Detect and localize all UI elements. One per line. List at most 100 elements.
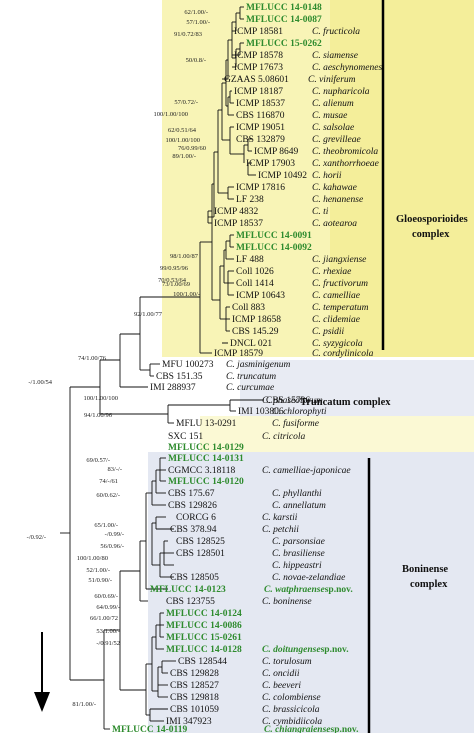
- species-name: C. cymbidiicola: [262, 717, 322, 727]
- species-name: C. watphraensesp.nov.: [264, 585, 353, 595]
- support-value: 100/1.00/100: [166, 137, 201, 144]
- species-name: C. petchii: [262, 525, 299, 535]
- taxon-label: CBS 378.94: [170, 525, 217, 535]
- taxon-label: MFLUCC 14-0129: [168, 443, 244, 453]
- taxon-label: CBS 128505: [170, 573, 219, 583]
- taxon-label: Coll 1026: [236, 267, 274, 277]
- species-name: C. aotearoa: [312, 219, 357, 229]
- species-name: C. camelliae-japonicae: [262, 466, 351, 476]
- support-value: 73/1.00/69: [162, 281, 190, 288]
- taxon-label: CBS 123755: [166, 597, 215, 607]
- support-value: 50/0.8/-: [186, 57, 206, 64]
- species-name: C. brasiliense: [272, 549, 325, 559]
- taxon-label: SXC 151: [168, 432, 203, 442]
- taxon-label: ICMP 8649: [254, 147, 299, 157]
- species-name: C. jiangxiense: [312, 255, 366, 265]
- species-name: C. kahawae: [312, 183, 357, 193]
- species-name: C. boninense: [262, 597, 312, 607]
- taxon-label: ICMP 18581: [234, 27, 283, 37]
- species-name: C. chlorophyti: [272, 407, 327, 417]
- support-value: 51/0.90/-: [88, 577, 112, 584]
- taxon-label: CGMCC 3.18118: [168, 466, 235, 476]
- taxon-label: ICMP 18578: [234, 51, 283, 61]
- taxon-label: MFLUCC 14-0087: [246, 15, 322, 25]
- taxon-label: ICMP 17673: [234, 63, 283, 73]
- taxon-label: CBS 116870: [236, 111, 285, 121]
- taxon-label: MFLUCC 14-0128: [166, 645, 242, 655]
- boninense-name-line1: Boninense: [402, 564, 448, 575]
- support-value: 64/0.99/-: [96, 604, 120, 611]
- species-name: C. jasminigenum: [226, 360, 291, 370]
- species-name: C. cordylinicola: [312, 349, 374, 359]
- species-name: C. syzygicola: [312, 339, 363, 349]
- taxon-label: ICMP 18658: [232, 315, 281, 325]
- taxon-label: ICMP 19051: [236, 123, 285, 133]
- taxon-label: GZAAS 5.08601: [224, 75, 289, 85]
- taxon-label: ICMP 18579: [214, 349, 263, 359]
- support-value: 56/0.96/-: [100, 543, 124, 550]
- gloeosporioides-name-line1: Gloeosporioides: [396, 214, 468, 225]
- support-value: 91/0.72/83: [174, 31, 202, 38]
- support-value: 92/1.00/77: [134, 311, 163, 318]
- taxon-label: CBS 132879: [236, 135, 285, 145]
- species-name: C. phyllanthi: [272, 489, 322, 499]
- tree-branches: [60, 6, 264, 730]
- support-value: 53/1.00/-: [96, 628, 120, 635]
- taxon-label: Coll 1414: [236, 279, 274, 289]
- taxon-label: MFLUCC 15-0261: [166, 633, 242, 643]
- taxon-label: IMI 103806: [238, 407, 284, 417]
- support-value: 60/0.69/-: [94, 593, 118, 600]
- taxon-label: ICMP 17816: [236, 183, 285, 193]
- fusiforme-panel: [200, 416, 474, 452]
- species-name: C. aeschynomenes: [312, 63, 382, 73]
- support-value: 57/1.00/-: [186, 19, 210, 26]
- boninense-name-line2: complex: [410, 579, 448, 590]
- taxon-label: MFLUCC 14-0120: [168, 477, 244, 487]
- species-suffix: sp.nov.: [331, 725, 359, 733]
- support-value: 74/-/61: [99, 478, 118, 485]
- species-name: C. phaseolorum: [262, 396, 323, 406]
- taxon-label: ICMP 18537: [236, 99, 285, 109]
- species-name: C. hippeastri: [272, 561, 322, 571]
- taxon-label: CORCG 6: [176, 513, 216, 523]
- species-name: C. novae-zelandiae: [272, 573, 345, 583]
- species-name: C. brassicicola: [262, 705, 320, 715]
- species-name: C. theobromicola: [312, 147, 378, 157]
- support-value: 98/1.00/87: [170, 253, 199, 260]
- species-name: C. musae: [312, 111, 347, 121]
- taxon-label: CBS 128527: [170, 681, 219, 691]
- taxon-label: MFU 100273: [162, 360, 214, 370]
- down-arrow-icon: [34, 692, 50, 712]
- taxon-label: LF 238: [236, 195, 264, 205]
- species-name: C. rhexiae: [312, 267, 351, 277]
- boninense-panel: [148, 452, 474, 733]
- taxon-label: CBS 128501: [176, 549, 225, 559]
- taxon-label: CBS 145.29: [232, 327, 279, 337]
- taxon-label: ICMP 4832: [214, 207, 259, 217]
- species-name: C. fusiforme: [272, 418, 319, 429]
- support-value: 100/1.00/80: [77, 555, 108, 562]
- species-name: C. grevilleae: [312, 135, 361, 145]
- species-name: C. alienum: [312, 99, 354, 109]
- taxon-label: CBS 151.35: [156, 372, 203, 382]
- taxon-label: ICMP 10492: [258, 171, 307, 181]
- species-name: C. colombiense: [262, 693, 321, 703]
- taxon-label: CBS 101059: [170, 705, 219, 715]
- species-name: C. doitungensesp.nov.: [262, 645, 349, 655]
- species-suffix: sp.nov.: [325, 585, 353, 595]
- taxon-label: ICMP 17903: [246, 159, 295, 169]
- support-value: 57/0.72/-: [174, 99, 198, 106]
- support-value: 52/1.00/-: [86, 567, 110, 574]
- truncatum-panel: [240, 360, 474, 416]
- gloeosporioides-name-line2: complex: [412, 229, 450, 240]
- support-value: -/0.91/52: [96, 640, 120, 647]
- taxon-label: MFLUCC 14-0086: [166, 621, 242, 631]
- taxon-label: CBS 128525: [176, 537, 225, 547]
- support-value: 83/-/-: [108, 466, 122, 473]
- species-name: C. salsolae: [312, 123, 354, 133]
- taxon-label: CBS 15736: [266, 396, 310, 406]
- support-value: 81/1.00/-: [72, 701, 96, 708]
- gloeosporioides-panel-strong: [330, 0, 474, 357]
- species-name: C. truncatum: [226, 372, 276, 382]
